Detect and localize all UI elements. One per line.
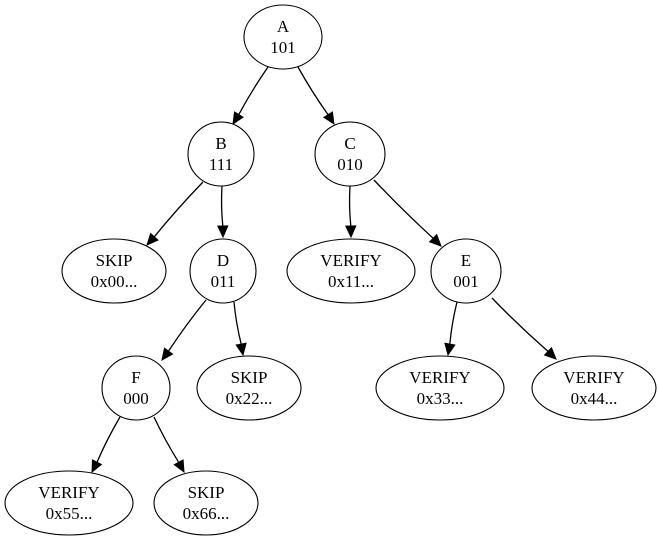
node-f[interactable]: F 000 [101, 355, 171, 421]
node-shape-ellipse [243, 4, 323, 70]
arrowhead-icon [322, 111, 335, 126]
arrowhead-icon [428, 233, 442, 247]
arrowhead-icon [232, 111, 244, 126]
node-label-primary: D [217, 251, 229, 270]
node-skip6[interactable]: SKIP 0x66... [153, 470, 259, 536]
node-shape-ellipse [286, 238, 416, 304]
node-label-secondary: 000 [123, 389, 149, 408]
node-label-secondary: 0x00... [91, 272, 138, 291]
edge-d-to-f [161, 299, 207, 361]
node-c[interactable]: C 010 [314, 121, 386, 187]
node-label-secondary: 0x33... [417, 389, 464, 408]
node-skip0[interactable]: SKIP 0x00... [61, 238, 167, 304]
node-label-secondary: 0x22... [226, 389, 273, 408]
arrowhead-icon [217, 225, 229, 239]
node-d[interactable]: D 011 [189, 238, 257, 304]
node-label-secondary: 010 [337, 155, 363, 174]
node-label-primary: VERIFY [38, 483, 99, 502]
node-verify1[interactable]: VERIFY 0x11... [286, 238, 416, 304]
edge-b-to-d [217, 185, 229, 239]
arrowhead-icon [235, 342, 247, 357]
edge-f-to-verify5 [91, 416, 121, 474]
arrowhead-icon [543, 346, 557, 360]
node-label-primary: B [215, 134, 226, 153]
node-label-primary: SKIP [231, 368, 268, 387]
node-label-primary: C [344, 134, 355, 153]
edge-a-to-c [297, 66, 335, 126]
node-label-secondary: 001 [453, 272, 479, 291]
node-shape-ellipse [531, 355, 657, 421]
node-label-primary: SKIP [188, 483, 225, 502]
node-shape-ellipse [101, 355, 171, 421]
node-label-secondary: 0x11... [328, 272, 374, 291]
node-label-secondary: 0x44... [571, 389, 618, 408]
node-label-primary: A [277, 17, 290, 36]
node-shape-ellipse [196, 355, 302, 421]
edge-c-to-e [373, 179, 442, 247]
node-label-primary: F [131, 368, 140, 387]
node-shape-ellipse [375, 355, 505, 421]
edge-b-to-skip0 [146, 181, 204, 246]
node-label-primary: VERIFY [320, 251, 381, 270]
node-verify4[interactable]: VERIFY 0x44... [531, 355, 657, 421]
arrowhead-icon [161, 347, 174, 361]
arrowhead-icon [173, 459, 185, 474]
node-shape-ellipse [430, 238, 502, 304]
node-label-primary: VERIFY [409, 368, 470, 387]
node-verify3[interactable]: VERIFY 0x33... [375, 355, 505, 421]
node-label-secondary: 0x66... [183, 504, 230, 523]
edge-e-to-verify4 [491, 297, 557, 360]
edge-f-to-skip6 [153, 416, 185, 474]
node-shape-ellipse [61, 238, 167, 304]
edge-d-to-skip2 [233, 301, 247, 357]
node-e[interactable]: E 001 [430, 238, 502, 304]
node-label-secondary: 011 [211, 272, 236, 291]
node-shape-ellipse [153, 470, 259, 536]
node-b[interactable]: B 111 [187, 121, 255, 187]
nodes-layer: A101B111C010SKIP0x00...D011VERIFY0x11...… [4, 4, 657, 536]
node-label-secondary: 111 [209, 155, 233, 174]
node-verify5[interactable]: VERIFY 0x55... [4, 470, 134, 536]
node-label-primary: E [461, 251, 471, 270]
node-skip2[interactable]: SKIP 0x22... [196, 355, 302, 421]
node-label-primary: SKIP [96, 251, 133, 270]
node-a[interactable]: A 101 [243, 4, 323, 70]
arrowhead-icon [91, 459, 103, 474]
arrowhead-icon [146, 232, 159, 246]
node-label-secondary: 101 [270, 38, 296, 57]
node-shape-ellipse [189, 238, 257, 304]
arrowhead-icon [345, 225, 357, 239]
node-label-primary: VERIFY [563, 368, 624, 387]
node-shape-ellipse [187, 121, 255, 187]
node-label-secondary: 0x55... [46, 504, 93, 523]
arrowhead-icon [444, 342, 456, 357]
node-shape-ellipse [4, 470, 134, 536]
edges-layer [91, 66, 557, 474]
node-shape-ellipse [314, 121, 386, 187]
edge-a-to-b [232, 66, 269, 126]
edge-e-to-verify3 [444, 301, 458, 357]
edge-c-to-verify1 [345, 185, 357, 239]
